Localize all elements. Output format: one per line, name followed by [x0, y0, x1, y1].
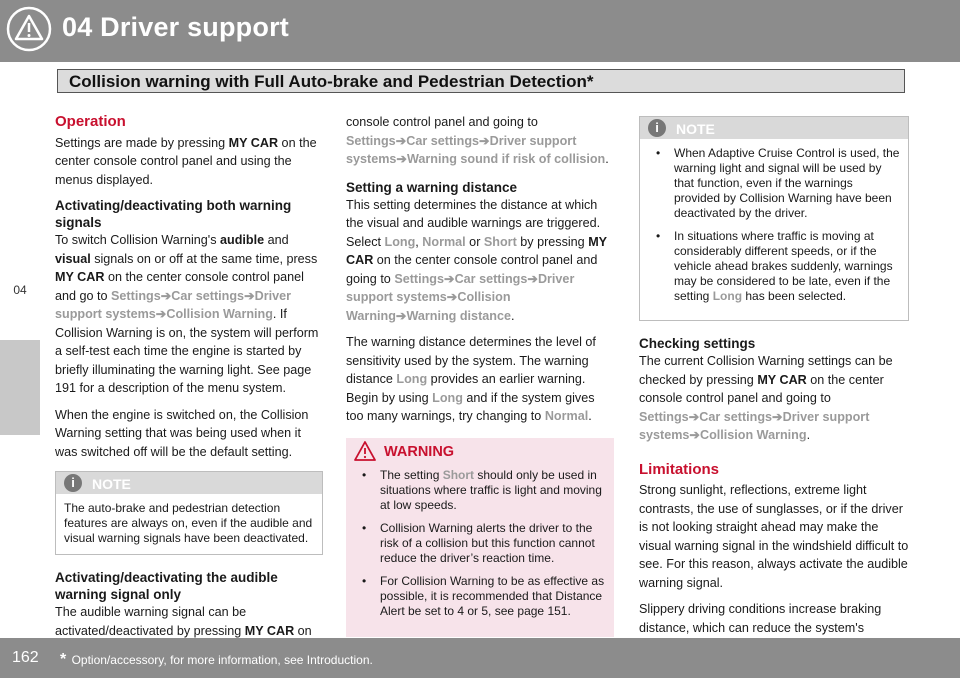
side-tab-label: 04 [13, 283, 27, 297]
arrow-right-icon: ➔ [155, 307, 167, 321]
warning-label: WARNING [384, 443, 455, 460]
arrow-right-icon: ➔ [444, 271, 455, 286]
engine-default-paragraph: When the engine is switched on, the Coll… [55, 407, 309, 459]
list-item: When Adaptive Cruise Control is used, th… [648, 146, 900, 221]
arrow-right-icon: ➔ [395, 308, 407, 323]
checking-settings-heading: Checking settings [639, 336, 756, 351]
note-label: NOTE [676, 121, 715, 137]
arrow-right-icon: ➔ [527, 271, 538, 286]
arrow-right-icon: ➔ [479, 133, 490, 148]
column-left: Operation Settings are made by pressing … [55, 113, 323, 667]
arrow-right-icon: ➔ [446, 290, 458, 304]
both-signals-heading: Activating/deactivating both warning sig… [55, 198, 292, 230]
footer-note: * Option/accessory, for more information… [60, 651, 373, 668]
chapter-side-tab [0, 95, 40, 640]
limitations-heading: Limitations [639, 460, 720, 478]
arrow-right-icon: ➔ [689, 428, 700, 442]
page-footer: 162 * Option/accessory, for more informa… [0, 638, 960, 678]
chapter-header: 04 Driver support [0, 0, 960, 62]
chapter-title: 04 Driver support [62, 12, 289, 42]
note-label: NOTE [92, 476, 131, 492]
warning-triangle-icon [354, 440, 376, 461]
warning-distance-paragraph: This setting determines the distance at … [346, 197, 607, 323]
warning-header: WARNING [346, 438, 614, 464]
checking-settings-paragraph: The current Collision Warning settings c… [639, 354, 893, 442]
note-box: i NOTE When Adaptive Cruise Control is u… [639, 116, 909, 321]
operation-heading: Operation [55, 113, 126, 130]
arrow-right-icon: ➔ [396, 152, 407, 166]
list-item: The setting Short should only be used in… [354, 468, 606, 513]
audible-only-heading: Activating/deactivating the audible warn… [55, 570, 278, 602]
arrow-right-icon: ➔ [244, 288, 255, 303]
list-item: Collision Warning alerts the driver to t… [354, 521, 606, 566]
warning-triangle-icon [6, 6, 52, 52]
info-icon: i [64, 474, 82, 492]
side-tab-marker [0, 340, 40, 435]
warning-distance-heading: Setting a warning distance [346, 179, 518, 195]
limitations-paragraph: Strong sunlight, reflections, extreme li… [639, 483, 909, 590]
slippery-paragraph: Slippery driving conditions increase bra… [639, 602, 882, 635]
column-middle: console control panel and going to Setti… [346, 113, 614, 649]
section-title: Collision warning with Full Auto-brake a… [69, 72, 594, 91]
arrow-right-icon: ➔ [688, 409, 700, 424]
section-title-bar: Collision warning with Full Auto-brake a… [57, 69, 905, 93]
both-signals-paragraph: To switch Collision Warning's audible an… [55, 233, 319, 395]
column-right: i NOTE When Adaptive Cruise Control is u… [639, 113, 909, 645]
list-item: In situations where traffic is moving at… [648, 229, 900, 304]
arrow-right-icon: ➔ [772, 409, 783, 424]
note-text: The auto-brake and pedestrian detection … [64, 501, 313, 545]
note-body: When Adaptive Cruise Control is used, th… [640, 139, 908, 320]
arrow-right-icon: ➔ [160, 288, 172, 303]
sensitivity-paragraph: The warning distance determines the leve… [346, 335, 596, 423]
warning-box: WARNING The setting Short should only be… [346, 437, 614, 637]
note-header: i NOTE [56, 472, 322, 494]
audible-only-continued: console control panel and going to Setti… [346, 115, 609, 166]
page-number: 162 [12, 649, 39, 666]
note-header: i NOTE [640, 117, 908, 139]
warning-body: The setting Short should only be used in… [346, 464, 614, 637]
arrow-right-icon: ➔ [395, 133, 407, 148]
operation-paragraph: Settings are made by pressing MY CAR on … [55, 135, 317, 187]
list-item: For Collision Warning to be as effective… [354, 574, 606, 619]
note-box: i NOTE The auto-brake and pedestrian det… [55, 471, 323, 555]
info-icon: i [648, 119, 666, 137]
